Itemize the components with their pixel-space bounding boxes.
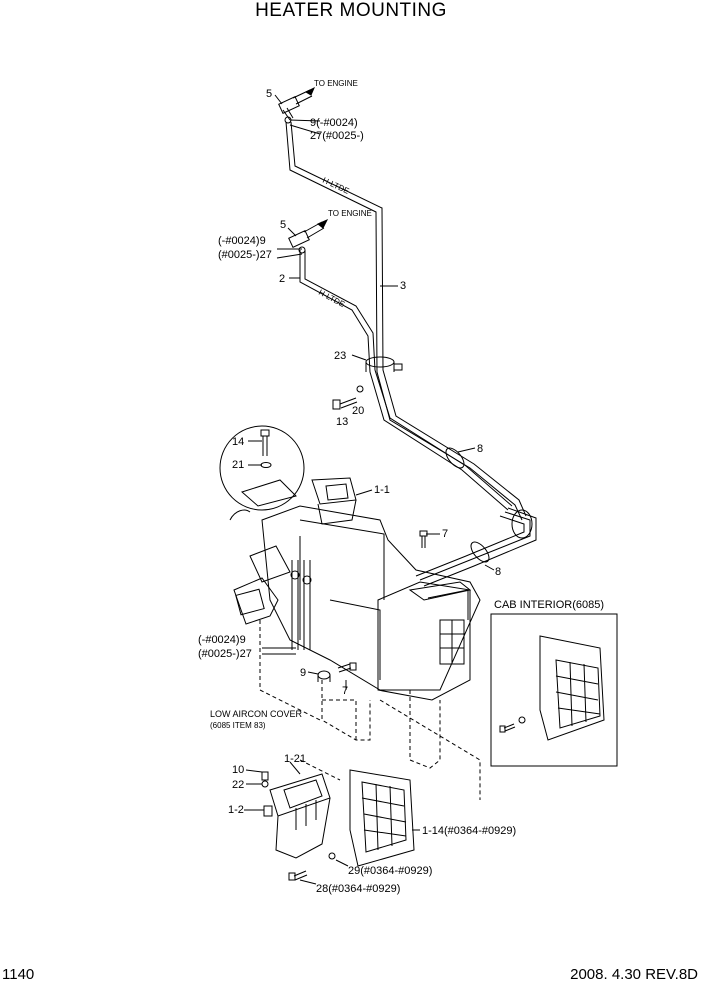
clamp-23 bbox=[365, 356, 403, 372]
label-part-13: 13 bbox=[336, 416, 348, 428]
page-title: HEATER MOUNTING bbox=[255, 0, 447, 21]
routing-line bbox=[379, 699, 481, 800]
bolt-7-upper bbox=[419, 530, 428, 548]
clamp-8-upper bbox=[445, 447, 465, 469]
label-part-8-upper: 8 bbox=[477, 443, 483, 455]
page-number: 1140 bbox=[2, 966, 35, 983]
label-part-3: 3 bbox=[400, 280, 406, 292]
hose-marking: H-LTDE bbox=[317, 288, 346, 309]
label-part-27-top: 27(#0025-) bbox=[310, 130, 364, 142]
revision-date: 2008. 4.30 REV.8D bbox=[570, 966, 698, 983]
label-low-aircon-cover: LOW AIRCON COVER bbox=[210, 709, 303, 719]
clamp-8-lower bbox=[470, 541, 490, 563]
cover-1-14 bbox=[288, 769, 415, 881]
cab-interior-box bbox=[490, 613, 618, 767]
label-part-5-top: 5 bbox=[266, 88, 272, 100]
label-part-22: 22 bbox=[232, 779, 244, 791]
label-part-1-1: 1-1 bbox=[374, 484, 390, 496]
label-part-9: 9 bbox=[300, 667, 306, 679]
label-part-14: 14 bbox=[232, 436, 244, 448]
label-part-27-low: (#0025-)27 bbox=[198, 648, 252, 660]
label-part-28: 28(#0364-#0929) bbox=[316, 883, 400, 895]
label-part-9-low: (-#0024)9 bbox=[198, 634, 246, 646]
label-to-engine-mid: TO ENGINE bbox=[328, 209, 372, 218]
panel-1-2 bbox=[261, 771, 331, 859]
washer-20 bbox=[356, 385, 364, 393]
label-part-8-lower: 8 bbox=[495, 566, 501, 578]
low-aircon-cover-outline bbox=[322, 699, 357, 740]
label-to-engine-top: TO ENGINE bbox=[314, 79, 358, 88]
label-part-7-lower: 7 bbox=[342, 685, 348, 697]
label-part-20: 20 bbox=[352, 405, 364, 417]
label-part-29: 29(#0364-#0929) bbox=[348, 865, 432, 877]
label-cab-interior: CAB INTERIOR(6085) bbox=[494, 599, 604, 611]
label-part-10: 10 bbox=[232, 764, 244, 776]
clamp-9-lower bbox=[317, 670, 331, 682]
label-part-9-mid: (-#0024)9 bbox=[218, 235, 266, 247]
label-part-2: 2 bbox=[279, 273, 285, 285]
leader-lines bbox=[244, 94, 495, 885]
label-part-1-21: 1-21 bbox=[284, 753, 306, 765]
label-part-21: 21 bbox=[232, 459, 244, 471]
valve-mid bbox=[288, 218, 329, 254]
bolt-13 bbox=[332, 397, 358, 410]
heater-unit bbox=[233, 477, 481, 769]
label-part-1-2: 1-2 bbox=[228, 804, 244, 816]
label-low-aircon-item: (6085 ITEM 83) bbox=[210, 721, 266, 730]
label-part-1-14: 1-14(#0364-#0929) bbox=[422, 825, 516, 837]
label-part-7-upper: 7 bbox=[442, 528, 448, 540]
routing-line bbox=[299, 759, 341, 781]
label-part-9-top: 9(-#0024) bbox=[310, 117, 358, 129]
hose-bundle bbox=[415, 507, 537, 587]
label-part-23: 23 bbox=[334, 350, 346, 362]
bolt-7-lower bbox=[337, 662, 357, 673]
label-part-27-mid: (#0025-)27 bbox=[218, 249, 272, 261]
hose-2 bbox=[299, 250, 513, 511]
label-part-5-mid: 5 bbox=[280, 219, 286, 231]
valve-top bbox=[278, 86, 315, 124]
detail-circle bbox=[219, 425, 305, 521]
